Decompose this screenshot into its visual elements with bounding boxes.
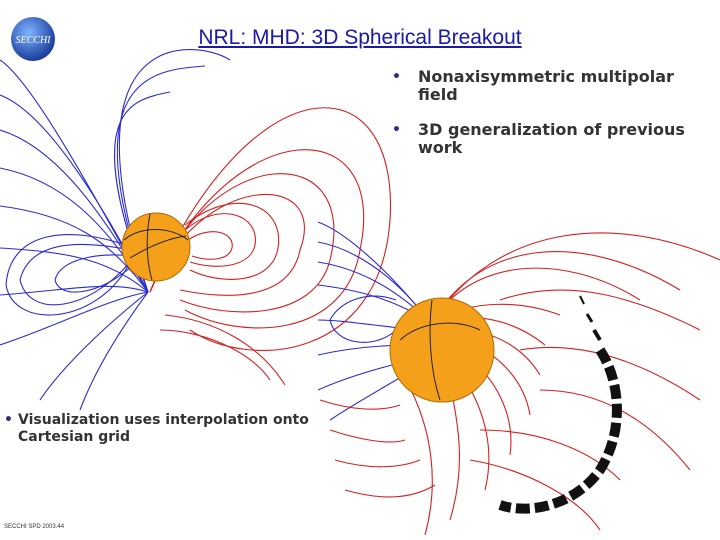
bullet-item: • Nonaxisymmetric multipolar field [392,68,712,104]
logo-icon: SECCHI [11,17,55,61]
bullet-item: • 3D generalization of previous work [392,121,712,157]
sun-right [389,297,495,403]
right-panel [317,221,720,536]
bullet-list-top: • Nonaxisymmetric multipolar field • 3D … [392,68,712,174]
logo-text: SECCHI [16,35,52,46]
page-title: NRL: MHD: 3D Spherical Breakout [198,26,522,49]
bullet-text: Nonaxisymmetric multipolar field [418,67,674,104]
right-red-field-lines [319,232,720,536]
left-red-field-lines [149,107,391,386]
left-blue-field-lines [0,49,231,411]
bullet-text: 3D generalization of previous work [418,120,685,157]
left-panel [0,49,391,411]
sun-left [121,212,191,282]
bullet-dot-icon: • [392,69,401,85]
bullet-dot-icon: • [4,412,13,428]
footer-text: SECCHI SPD 2003.44 [4,524,65,530]
bullet-text: Visualization uses interpolation onto Ca… [18,412,309,445]
bullet-dot-icon: • [392,122,401,138]
bullet-item-bottom: • Visualization uses interpolation onto … [4,412,314,446]
